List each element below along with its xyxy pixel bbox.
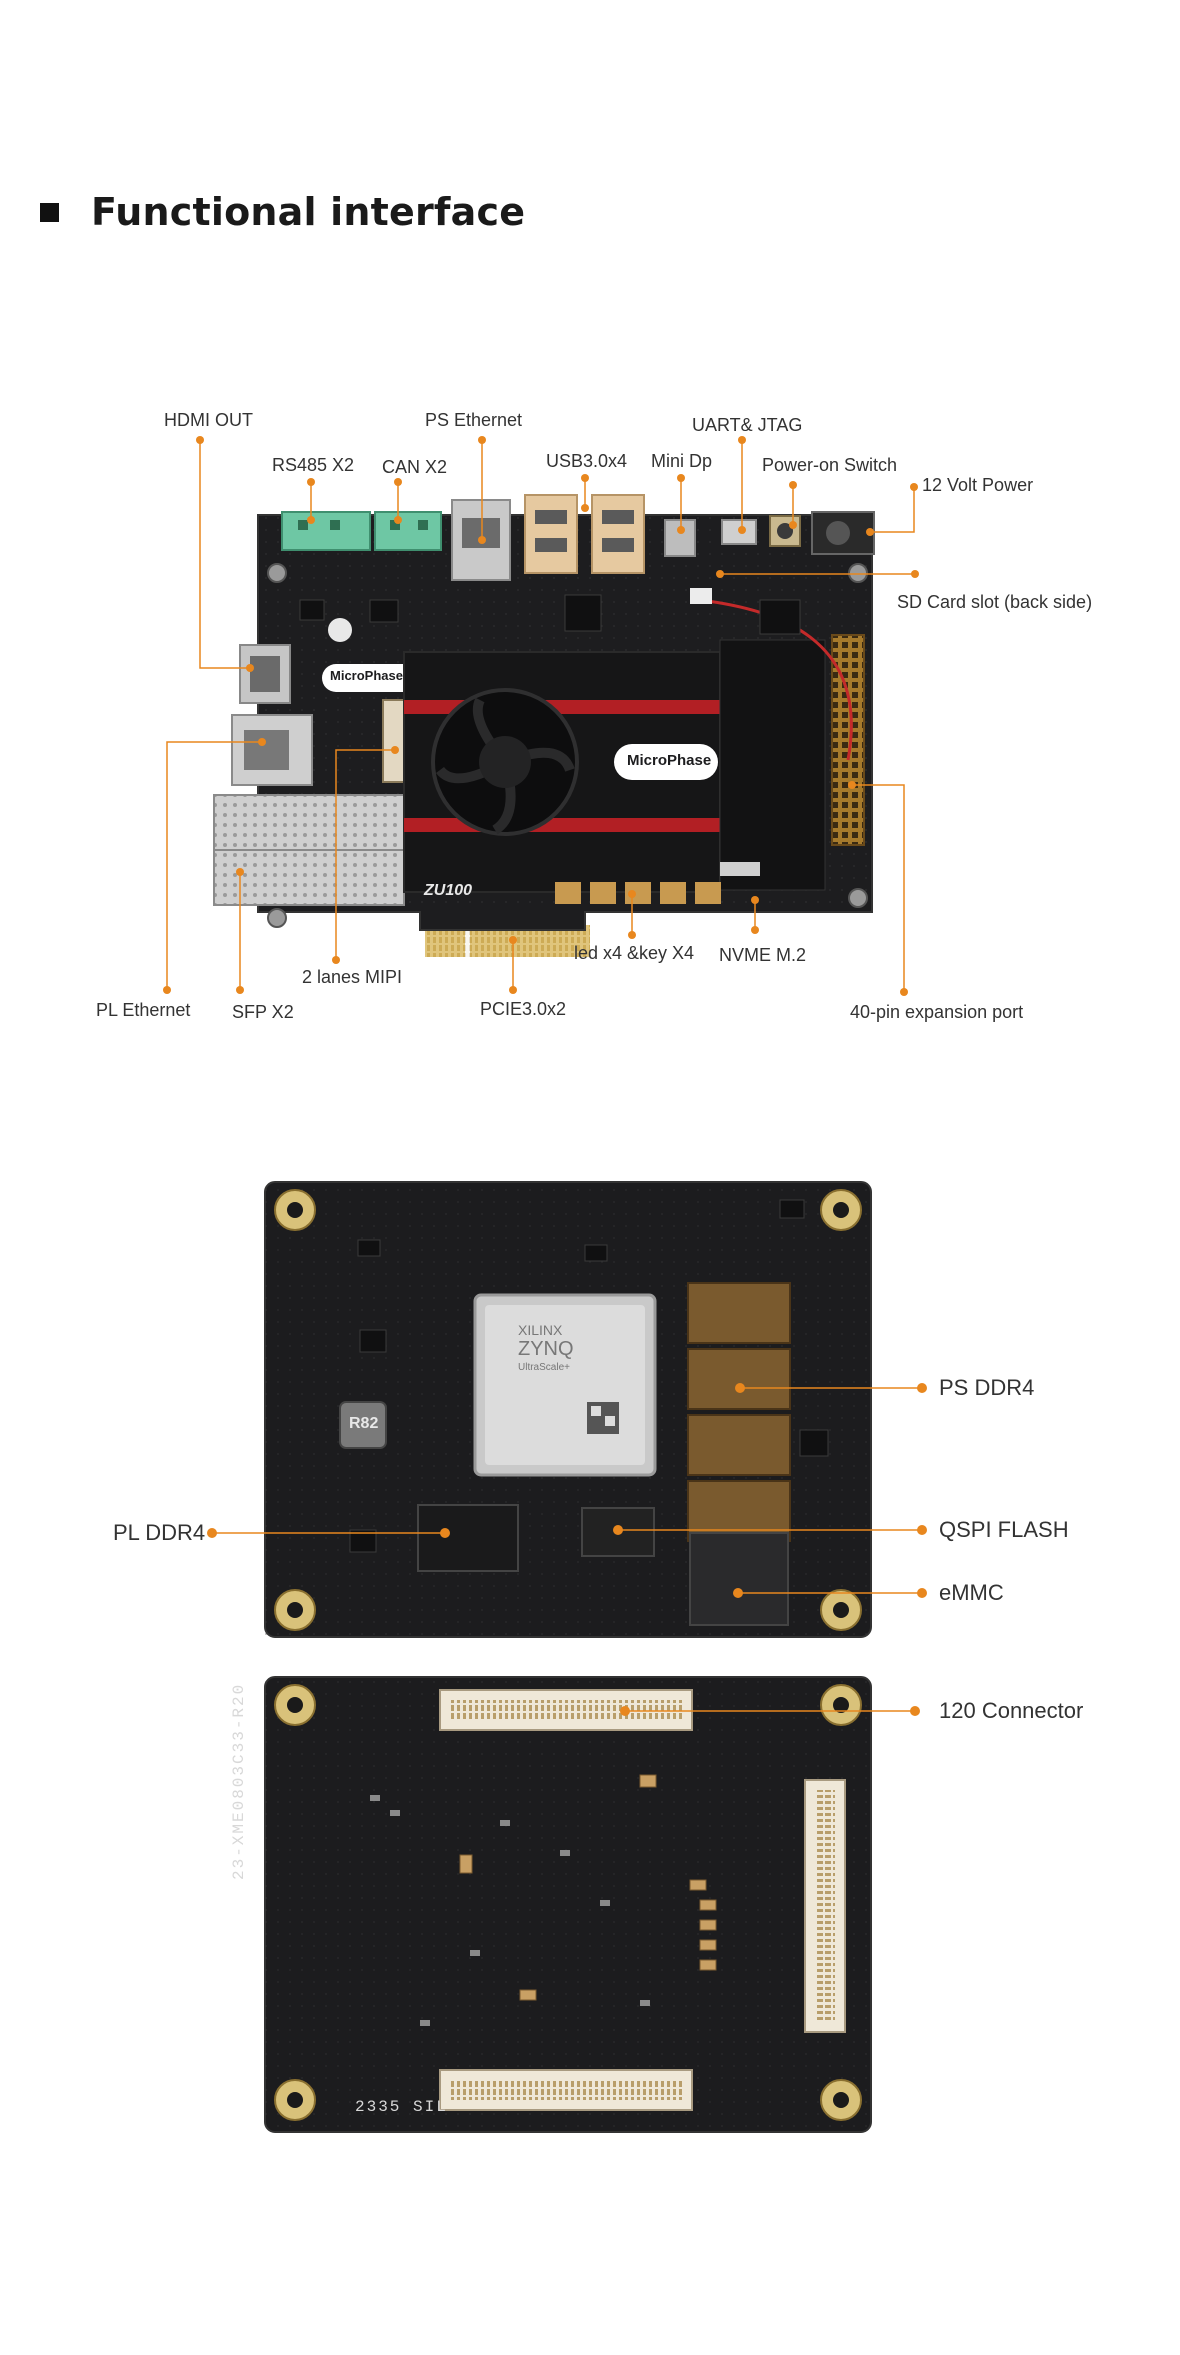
brand-label-left: MicroPhase [330,668,403,683]
label-nvme: NVME M.2 [719,945,807,965]
label-pcie: PCIE3.0x2 [480,999,567,1019]
brand-label: MicroPhase [627,752,712,769]
leader-dots-board3 [620,1706,920,1716]
label-emmc: eMMC [939,1580,1004,1605]
carrier-board [213,494,875,957]
label-mipi: 2 lanes MIPI [302,967,403,987]
chip-brand: XILINX [518,1322,563,1338]
label-sd-card: SD Card slot (back side) [897,592,1093,612]
label-rs485: RS485 X2 [272,455,355,475]
label-uart-jtag: UART& JTAG [692,415,803,435]
brand-badge [614,744,718,780]
pl-ddr4-chip [417,1504,519,1572]
label-12v-power: 12 Volt Power [922,475,1034,495]
silk-bottom: 2335 SIL [355,2098,448,2116]
label-pl-ethernet: PL Ethernet [96,1000,191,1020]
can-terminal [374,511,442,551]
label-ps-ddr4: PS DDR4 [939,1375,1035,1400]
label-can: CAN X2 [382,457,448,477]
label-power-switch: Power-on Switch [762,455,898,475]
emmc-chip [689,1532,789,1626]
section-title: Functional interface [91,190,526,234]
silk-vertical: 23-XME0803C33-R20 [230,1682,248,1880]
som-top-board [264,1181,872,1638]
label-led-key: led x4 &key X4 [574,943,695,963]
som-bottom-board [264,1676,872,2133]
chip-family: ZYNQ [518,1338,574,1360]
leader-dots-board1 [163,436,919,996]
label-usb: USB3.0x4 [546,451,628,471]
heading-bullet [40,202,59,222]
leader-dots-board2 [207,1383,927,1598]
rs485-terminal [281,511,371,551]
label-sfp: SFP X2 [232,1002,294,1022]
leader-lines-board1 [166,440,915,992]
usb-port-1 [524,494,578,574]
inductor-mark: R82 [349,1415,379,1432]
label-ps-ethernet: PS Ethernet [425,410,523,430]
label-hdmi-out: HDMI OUT [164,410,253,430]
label-mini-dp: Mini Dp [651,451,713,471]
inductor [339,1401,387,1449]
leader-lines-board2 [212,1387,922,1594]
nvme-slot [720,862,760,876]
model-label: ZU100 [424,882,473,899]
usb-port-2 [591,494,645,574]
section-heading: Functional interface [40,190,525,234]
label-expansion: 40-pin expansion port [850,1002,1024,1022]
label-pl-ddr4: PL DDR4 [113,1520,206,1545]
brand-badge-left [322,664,418,692]
chip-series: UltraScale+ [518,1362,570,1373]
mini-dp-port [664,519,696,557]
label-120-connector: 120 Connector [939,1698,1084,1723]
ps-ddr4-chips [687,1282,791,1542]
label-qspi-flash: QSPI FLASH [939,1517,1069,1542]
